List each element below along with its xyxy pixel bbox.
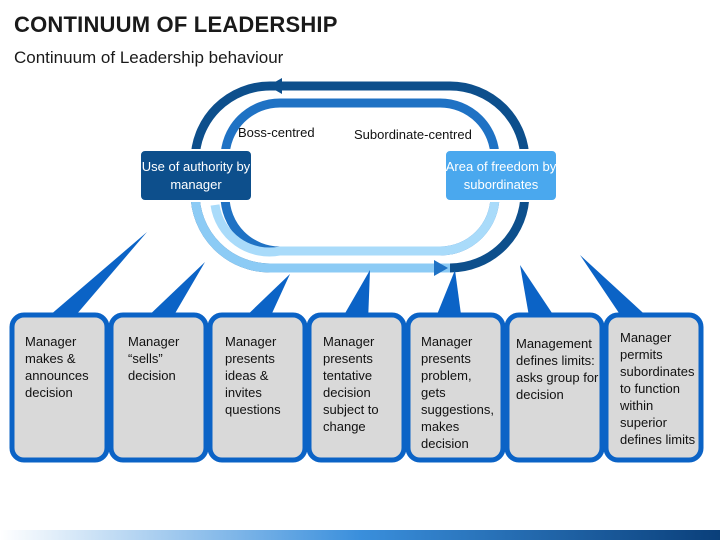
callout-tail-1 [42, 232, 147, 322]
card-frame-1 [9, 312, 110, 463]
callout-tail-4 [340, 270, 370, 322]
page-title: CONTINUUM OF LEADERSHIP [14, 12, 338, 37]
outer-loop-bottom-track [190, 192, 450, 273]
boss-centred-label: Boss-centred [238, 125, 315, 140]
page-subtitle: Continuum of Leadership behaviour [14, 48, 284, 67]
hub-left-label: Use of authority by manager [141, 158, 251, 192]
subordinate-centred-label: Subordinate-centred [354, 127, 472, 142]
card-frame-6 [504, 312, 605, 463]
card-3-text: Manager presents ideas & invites questio… [225, 334, 281, 417]
card-frame-7 [603, 312, 704, 463]
hub-left-box [139, 149, 253, 202]
card-6-text: Management defines limits: asks group fo… [516, 336, 599, 402]
hub-right-label: Area of freedom by subordinates [445, 158, 557, 192]
card-1-text: Manager makes & announces decision [25, 334, 89, 400]
callout-tail-6 [520, 265, 558, 322]
bottom-accent-bar [0, 530, 720, 540]
right-arrow-icon [434, 260, 448, 276]
card-2-text: Manager “sells” decision [128, 334, 180, 383]
inner-loop-bottom-track [210, 195, 500, 257]
callout-tail-5 [434, 270, 462, 322]
card-frame-5 [405, 312, 506, 463]
card-5-text: Manager presents problem, gets suggestio… [421, 334, 494, 451]
card-frame-3 [207, 312, 308, 463]
card-7-text: Manager permits subordinates to function… [620, 330, 696, 447]
card-frames [9, 312, 704, 463]
left-arrow-icon [268, 78, 282, 94]
hub-right-box [444, 149, 558, 202]
card-frame-4 [306, 312, 407, 463]
card-4-text: Manager presents tentative decision subj… [323, 334, 379, 434]
callout-tail-2 [142, 262, 205, 322]
card-frame-2 [108, 312, 209, 463]
callout-tail-3 [240, 274, 290, 322]
callout-tail-7 [580, 255, 653, 322]
